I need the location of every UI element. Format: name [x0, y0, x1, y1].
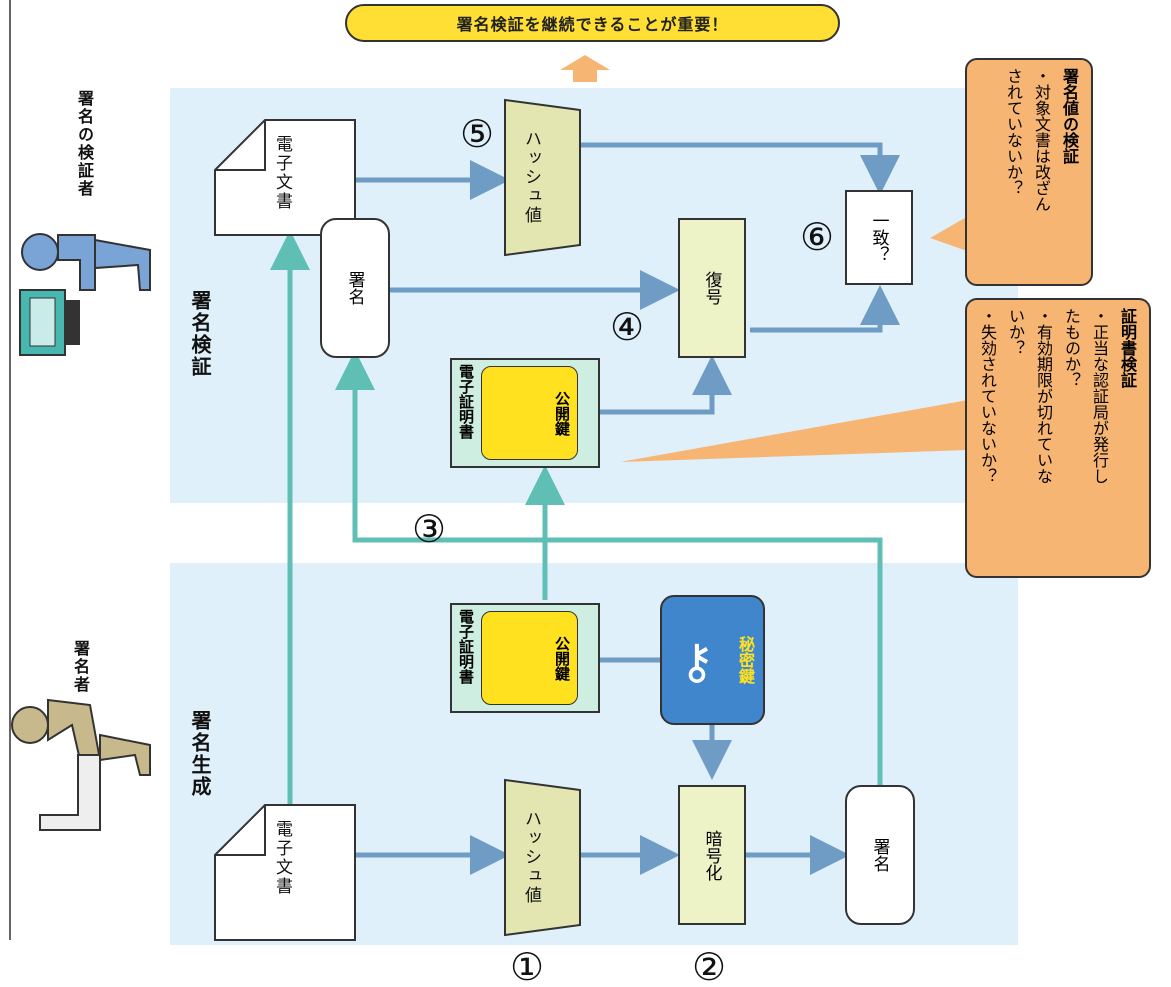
verify-signature-box: 署名	[320, 218, 390, 358]
signer-person-icon	[12, 700, 150, 830]
step-5: ⑤	[460, 112, 496, 156]
signature-callout-line: されていないか？	[999, 68, 1027, 278]
banner-text: 署名検証を継続できることが重要！	[457, 11, 729, 35]
certificate-callout: 証明書検証 ・正当な認証局が発行し たものか？ ・有効期限が切れていな いか？ …	[965, 298, 1151, 578]
generate-hash-label: ハッシュ値	[520, 810, 542, 905]
generate-cert-title: 電子証明書	[452, 605, 481, 711]
verify-hash-shape	[505, 100, 580, 255]
verify-cert-title: 電子証明書	[452, 360, 481, 466]
generate-signature-box: 署名	[845, 785, 915, 925]
certificate-callout-line: ・正当な認証局が発行し	[1085, 308, 1113, 570]
step-1: ①	[510, 945, 546, 987]
verify-public-key-panel: 公開鍵	[481, 366, 578, 460]
match-box: 一致？	[845, 190, 913, 285]
verify-document-label: 電子文書	[270, 135, 295, 211]
verify-public-key-label: 公開鍵	[548, 387, 577, 440]
verify-certificate: 電子証明書 公開鍵	[450, 358, 600, 468]
verify-decrypt-box: 復号	[678, 218, 746, 358]
banner: 署名検証を継続できることが重要！	[345, 4, 840, 42]
private-key-label: 秘密鍵	[727, 630, 763, 690]
generate-document-label: 電子文書	[270, 820, 295, 896]
generate-public-key-label: 公開鍵	[548, 632, 577, 685]
step-4: ④	[610, 305, 646, 349]
step-3: ③	[412, 507, 448, 551]
step-6: ⑥	[800, 215, 836, 259]
generate-signature-label: 署名	[868, 838, 893, 872]
signer-role-label: 署名者	[68, 640, 92, 694]
generate-public-key-panel: 公開鍵	[481, 611, 578, 705]
verify-decrypt-label: 復号	[700, 271, 725, 305]
certificate-callout-line: いか？	[1001, 308, 1029, 570]
match-label: 一致？	[867, 212, 892, 263]
generate-encrypt-box: 暗号化	[678, 785, 746, 925]
certificate-callout-title: 証明書検証	[1113, 308, 1141, 570]
verifier-person-icon	[20, 234, 150, 355]
certificate-callout-text: 証明書検証 ・正当な認証局が発行し たものか？ ・有効期限が切れていな いか？ …	[973, 308, 1141, 570]
up-arrow-icon	[560, 55, 610, 82]
generate-section-label: 署名生成	[186, 710, 215, 798]
signature-callout-title: 署名値の検証	[1055, 68, 1083, 278]
signature-callout-line: ・対象文書は改ざん	[1027, 68, 1055, 278]
certificate-callout-line: ・有効期限が切れていな	[1029, 308, 1057, 570]
generate-certificate: 電子証明書 公開鍵	[450, 603, 600, 713]
private-key-box: ⚷ 秘密鍵	[660, 595, 765, 725]
signature-callout-text: 署名値の検証 ・対象文書は改ざん されていないか？	[999, 68, 1083, 278]
verifier-role-label: 署名の検証者	[72, 90, 96, 198]
private-key-icon: ⚷	[672, 617, 722, 707]
step-2: ②	[692, 945, 728, 987]
generate-encrypt-label: 暗号化	[700, 830, 725, 881]
verify-signature-label: 署名	[343, 271, 368, 305]
certificate-callout-line: たものか？	[1057, 308, 1085, 570]
verify-section-label: 署名検証	[186, 290, 215, 378]
certificate-callout-line: ・失効されていないか？	[973, 308, 1001, 570]
verify-hash-label: ハッシュ値	[520, 130, 542, 225]
generate-hash-shape	[505, 780, 580, 935]
signature-callout: 署名値の検証 ・対象文書は改ざん されていないか？	[965, 58, 1093, 286]
